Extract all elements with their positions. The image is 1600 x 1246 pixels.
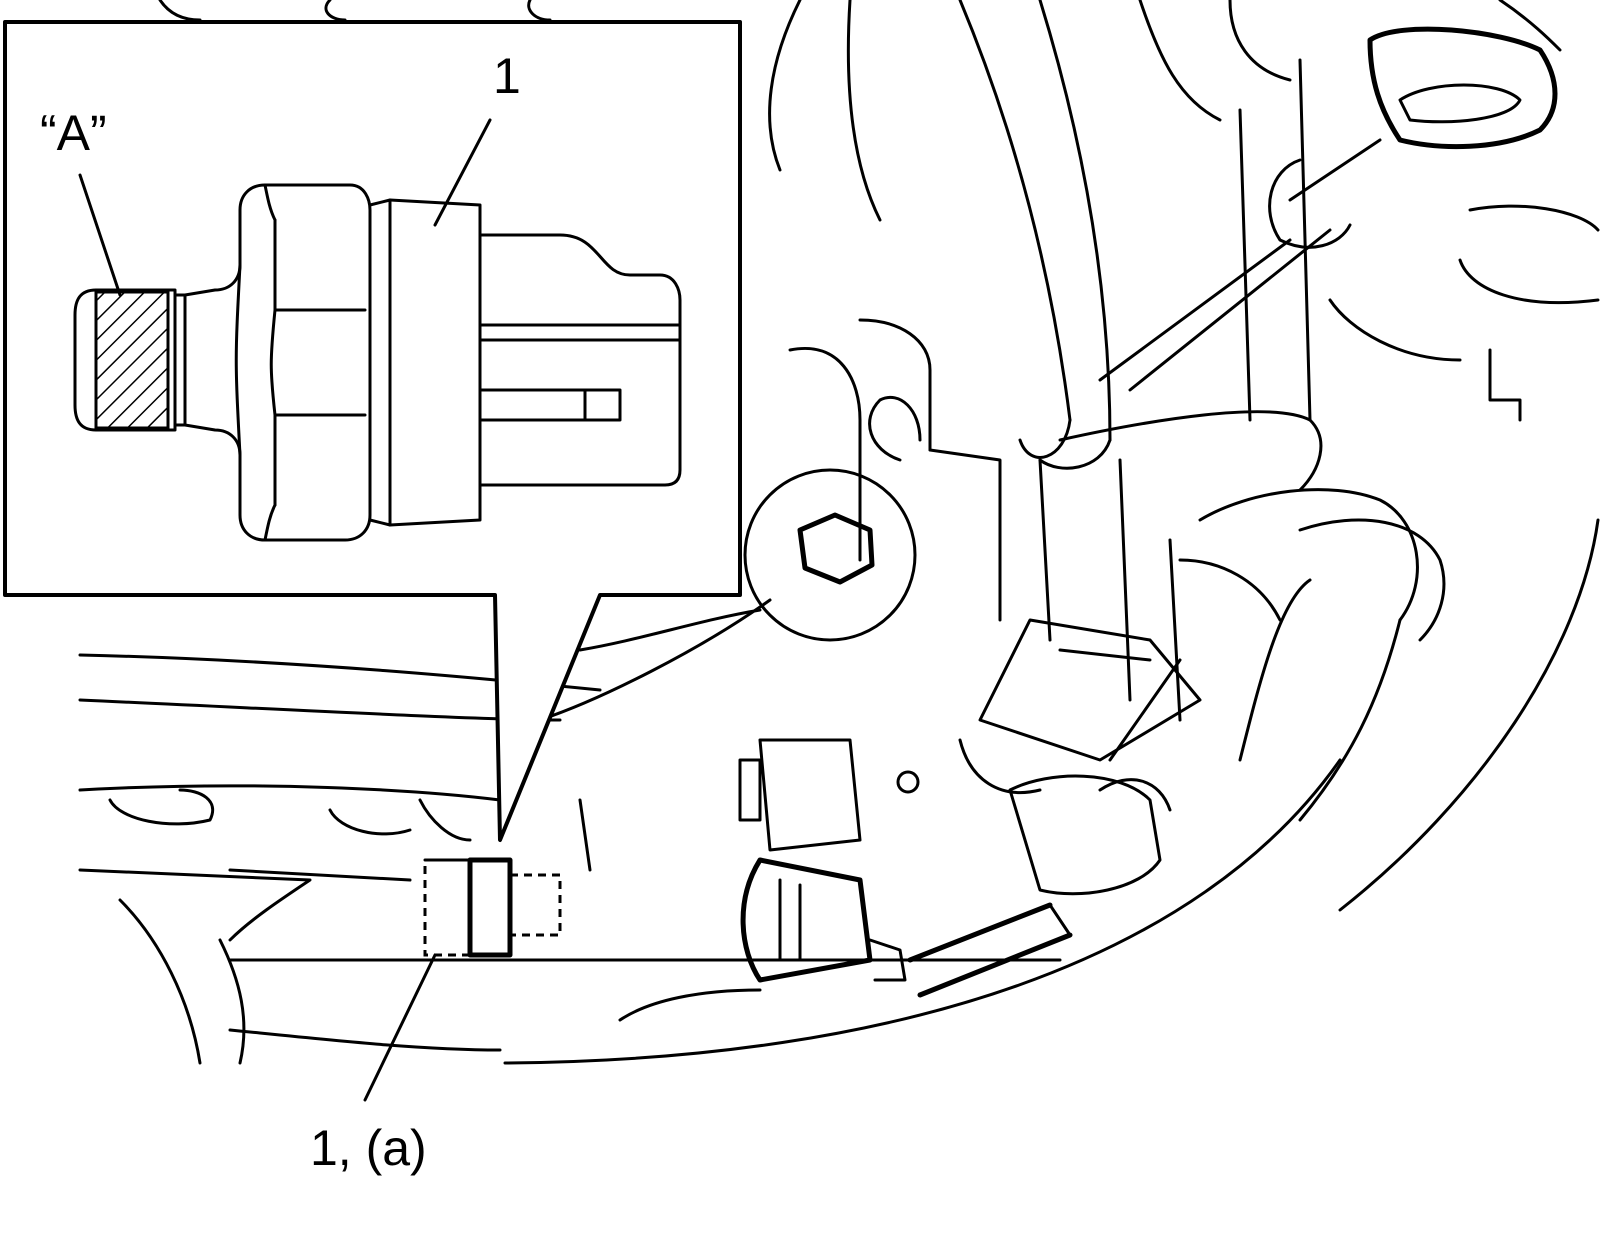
dipstick-handle (1367, 26, 1558, 150)
sensor-detail (73, 183, 682, 542)
engine-background (78, 0, 1600, 1065)
flange-bolt-boss (743, 468, 917, 642)
view-boundary-right (1338, 518, 1600, 912)
callout-part-1: 1 (493, 48, 521, 104)
leader-area-a (78, 173, 122, 297)
view-boundary-lower (503, 758, 1342, 1065)
thread-area-a (94, 290, 170, 430)
callout-part-1-torque: 1, (a) (310, 1120, 427, 1176)
small-hole (896, 770, 920, 794)
detail-inset: 1 “A” (3, 20, 742, 842)
inset-frame (3, 20, 742, 842)
connector-body (740, 857, 873, 983)
leader-part-1 (433, 118, 492, 227)
pressure-switch-installed (423, 857, 562, 958)
callout-area-a: “A” (40, 105, 107, 161)
leader-part-1-torque (363, 953, 437, 1102)
